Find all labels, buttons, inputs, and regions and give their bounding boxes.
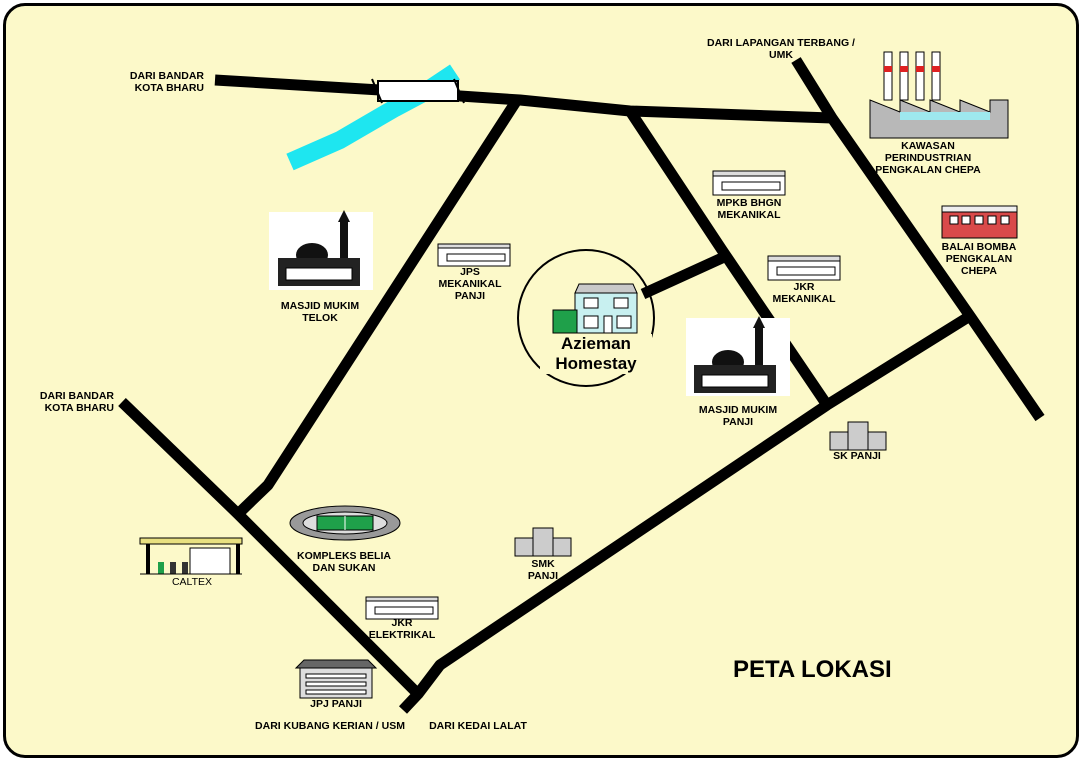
roads [118,57,1045,714]
label-line: JPS [460,266,480,278]
road-telok [234,97,522,518]
label-kompleks-belia: KOMPLEKS BELIA DAN SUKAN [284,550,404,574]
label-line: JKR [793,281,815,293]
jpj-building-icon [294,659,378,699]
label-line: MPKB BHGN [716,197,782,209]
label-line: UMK [769,49,793,61]
road-airport [791,57,1045,422]
jkr-elektrikal-building-icon [365,596,439,620]
label-line: PERINDUSTRIAN [884,152,972,164]
road-kedai-lalat [398,311,973,714]
label-line: TELOK [302,312,338,324]
house-icon [552,283,638,334]
label-dari-kota-bharu-left: DARI BANDAR KOTA BHARU [30,390,114,414]
label-line: PANJI [454,290,486,302]
label-smk-panji: SMK PANJI [510,558,576,582]
road-kota-bharu-left [118,398,422,698]
mosque-telok-icon [269,210,373,290]
label-line: ELEKTRIKAL [368,629,436,641]
road-top-main [214,74,833,124]
jps-building-icon [437,243,511,267]
factory-icon [869,51,1009,139]
mpkb-building-icon [712,170,786,196]
bridge [371,78,465,104]
label-line: DARI LAPANGAN TERBANG / [707,37,855,49]
label-line: MASJID MUKIM [280,300,360,312]
label-line: PANJI [722,416,754,428]
label-line: DAN SUKAN [312,562,376,574]
label-kawasan-perindustrian: KAWASAN PERINDUSTRIAN PENGKALAN CHEPA [868,140,988,176]
label-line: DARI BANDAR [129,70,204,82]
label-dari-lapangan-terbang: DARI LAPANGAN TERBANG / UMK [693,37,869,61]
label-sk-panji: SK PANJI [833,450,881,462]
label-masjid-panji: MASJID MUKIM PANJI [686,404,790,428]
label-line: MEKANIKAL [438,278,502,290]
homestay-name-line1: Azieman [561,334,631,353]
road-homestay-spur [640,252,725,300]
road-panji [625,107,832,409]
label-line: MEKANIKAL [717,209,781,221]
label-line: DARI BANDAR [39,390,114,402]
label-line: PENGKALAN [945,253,1013,265]
label-masjid-telok: MASJID MUKIM TELOK [268,300,372,324]
label-line: SMK [531,558,555,570]
label-dari-kota-bharu-top: DARI BANDAR KOTA BHARU [120,70,204,94]
homestay-name-line2: Homestay [555,354,637,373]
label-jkr-mekanikal: JKR MEKANIKAL [762,281,846,305]
label-line: MASJID MUKIM [698,404,778,416]
label-line: KAWASAN [901,140,955,152]
homestay-name[interactable]: Azieman Homestay [540,334,652,374]
map-title: PETA LOKASI [733,656,892,683]
label-jpj-panji: JPJ PANJI [310,698,362,710]
petrol-station-icon [139,537,243,575]
label-balai-bomba: BALAI BOMBA PENGKALAN CHEPA [935,241,1023,277]
label-caltex: CALTEX [171,576,213,588]
label-jps: JPS MEKANIKAL PANJI [428,266,512,302]
label-mpkb: MPKB BHGN MEKANIKAL [702,197,796,221]
homestay-circle[interactable] [517,249,655,387]
label-line: KOTA BHARU [44,402,114,414]
label-jkr-elektrikal: JKR ELEKTRIKAL [360,617,444,641]
label-line: PANJI [527,570,559,582]
label-line: MEKANIKAL [772,293,836,305]
fire-station-icon [941,205,1018,239]
label-line: PENGKALAN CHEPA [875,164,981,176]
label-line: JKR [391,617,413,629]
jkr-mekanikal-building-icon [767,255,841,281]
label-line: KOMPLEKS BELIA [297,550,391,562]
label-line: KOTA BHARU [134,82,204,94]
mosque-panji-icon [686,316,790,396]
label-line: CHEPA [961,265,997,277]
label-dari-kubang-kerian: DARI KUBANG KERIAN / USM [255,720,405,732]
label-line: BALAI BOMBA [941,241,1017,253]
school-smk-icon [514,527,572,557]
label-dari-kedai-lalat: DARI KEDAI LALAT [429,720,527,732]
school-sk-icon [829,421,887,451]
stadium-icon [289,505,401,541]
